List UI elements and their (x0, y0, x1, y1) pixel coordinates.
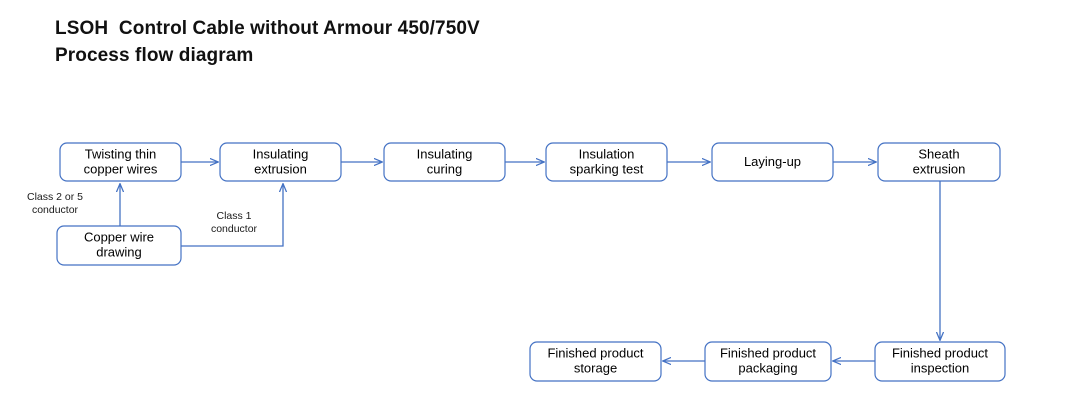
node-label-line1: Insulating (253, 146, 309, 161)
title-line-2: Process flow diagram (55, 44, 254, 66)
node-copper-wire-drawing[interactable]: Copper wire drawing (56, 225, 182, 266)
node-label-line2: copper wires (84, 161, 158, 176)
node-label-line2: extrusion (913, 161, 966, 176)
node-label-line2: curing (427, 161, 462, 176)
title-line-1: LSOH Control Cable without Armour 450/75… (55, 18, 480, 39)
node-label-line2: sparking test (570, 161, 644, 176)
node-label-line2: drawing (96, 244, 142, 259)
node-box[interactable] (877, 142, 1001, 182)
node-box[interactable] (529, 341, 662, 382)
node-label-line2: storage (574, 360, 617, 375)
node-laying-up[interactable]: Laying-up (711, 142, 834, 182)
node-label-line1: Insulation (579, 146, 635, 161)
class25-label-line2: conductor (32, 204, 79, 216)
class25-label-line1: Class 2 or 5 (27, 191, 83, 203)
node-label-line1: Finished product (892, 345, 988, 360)
node-twisting-thin-copper-wires[interactable]: Twisting thin copper wires (59, 142, 182, 182)
node-box[interactable] (56, 225, 182, 266)
node-label-line1: Insulating (417, 146, 473, 161)
node-label-line1: Finished product (547, 345, 643, 360)
node-insulating-extrusion[interactable]: Insulating extrusion (219, 142, 342, 182)
node-box[interactable] (704, 341, 832, 382)
node-label-line2: packaging (738, 360, 797, 375)
node-label-line1: Sheath (918, 146, 959, 161)
edge-copper-drawing-to-insulating-extrusion (181, 184, 283, 247)
node-label-line2: extrusion (254, 161, 307, 176)
node-box[interactable] (711, 142, 834, 182)
node-finished-product-packaging[interactable]: Finished product packaging (704, 341, 832, 382)
node-finished-product-inspection[interactable]: Finished product inspection (874, 341, 1006, 382)
page-title: LSOH Control Cable without Armour 450/75… (55, 16, 480, 70)
node-box[interactable] (59, 142, 182, 182)
class1-label-line2: conductor (211, 223, 258, 235)
node-box[interactable] (383, 142, 506, 182)
node-insulation-sparking-test[interactable]: Insulation sparking test (545, 142, 668, 182)
node-label-line1: Copper wire (84, 229, 154, 244)
class1-label-line1: Class 1 (216, 210, 251, 222)
node-finished-product-storage[interactable]: Finished product storage (529, 341, 662, 382)
node-label-line1: Finished product (720, 345, 816, 360)
edge-label-class-1-conductor: Class 1 conductor (211, 210, 258, 235)
node-label-line2: inspection (911, 360, 970, 375)
edge-label-class-2-or-5-conductor: Class 2 or 5 conductor (27, 191, 83, 216)
node-sheath-extrusion[interactable]: Sheath extrusion (877, 142, 1001, 182)
node-label-line1: Laying-up (744, 154, 801, 169)
node-box[interactable] (874, 341, 1006, 382)
node-insulating-curing[interactable]: Insulating curing (383, 142, 506, 182)
node-label-line1: Twisting thin (85, 146, 157, 161)
node-box[interactable] (545, 142, 668, 182)
node-box[interactable] (219, 142, 342, 182)
